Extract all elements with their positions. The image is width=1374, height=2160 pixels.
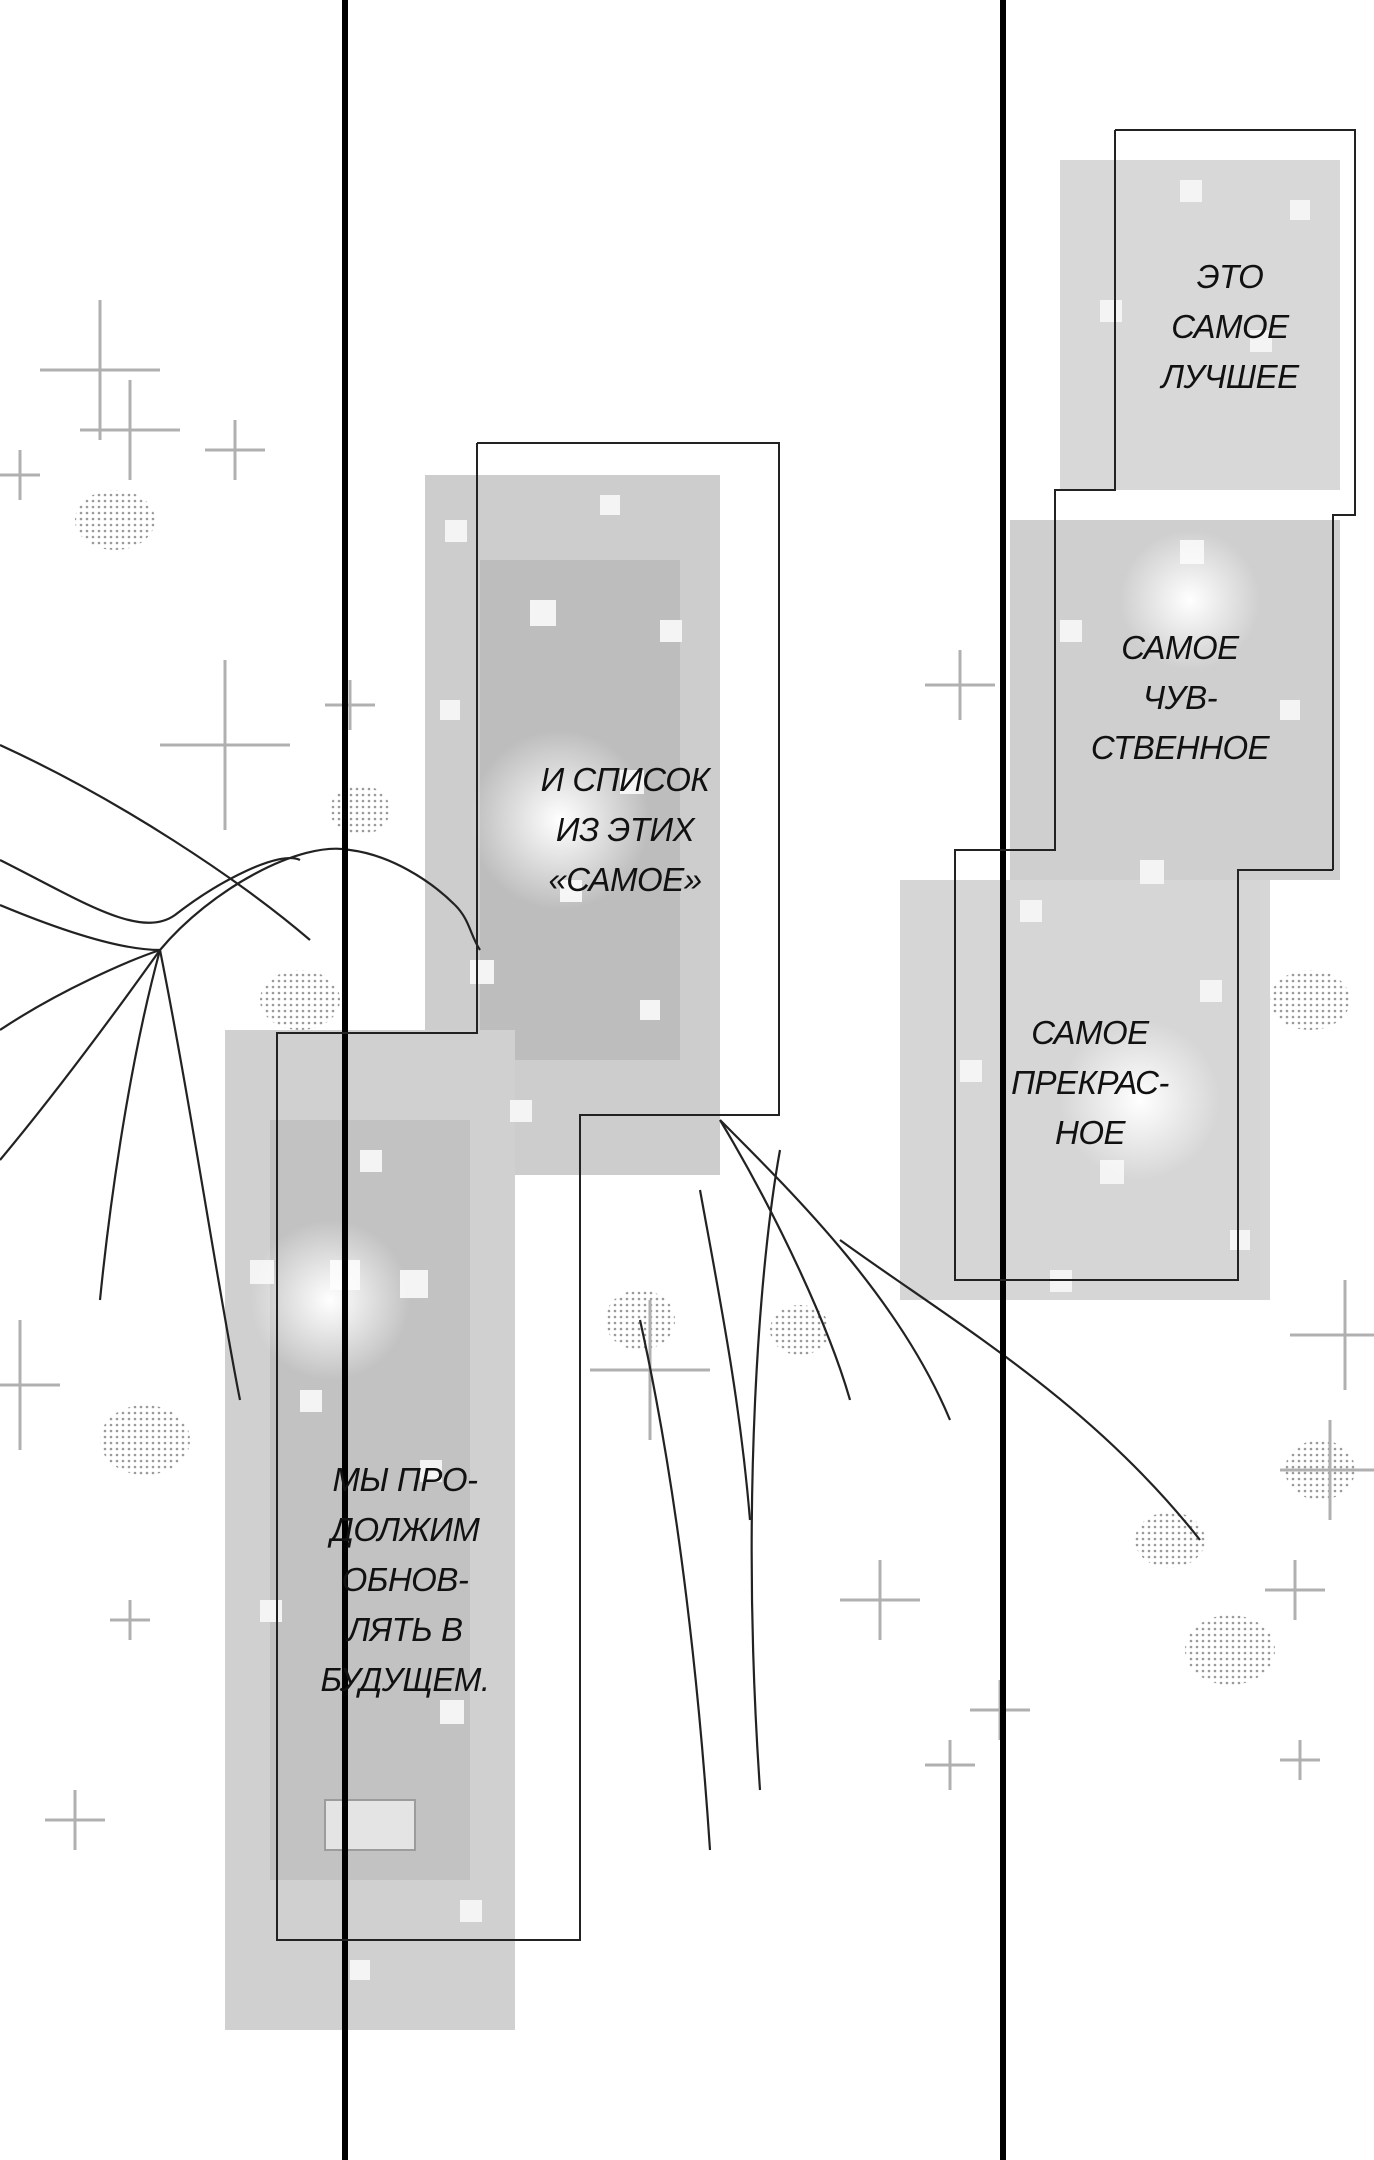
caption-line: ПРЕКРАС- bbox=[1011, 1064, 1169, 1101]
caption-line: НОЕ bbox=[1054, 1114, 1126, 1151]
dotted-patches bbox=[75, 490, 1355, 1685]
caption-line: «САМОЕ» bbox=[548, 861, 702, 898]
caption-box-outlines bbox=[276, 129, 1356, 1941]
hair-lines bbox=[0, 744, 1201, 1851]
caption-line: ЛЯТЬ В bbox=[347, 1611, 463, 1648]
caption-list: И СПИСОК ИЗ ЭТИХ «САМОЕ» bbox=[515, 755, 735, 905]
caption-line: И СПИСОК bbox=[540, 761, 710, 798]
caption-line: ЛУЧШЕЕ bbox=[1161, 358, 1299, 395]
caption-line: ОБНОВ- bbox=[341, 1561, 469, 1598]
caption-line: ИЗ ЭТИХ bbox=[555, 811, 695, 848]
caption-line: САМОЕ bbox=[1031, 1014, 1149, 1051]
caption-line: СТВЕННОЕ bbox=[1090, 729, 1270, 766]
caption-beautiful: САМОЕ ПРЕКРАС- НОЕ bbox=[990, 1008, 1190, 1158]
panel-borders bbox=[342, 0, 1006, 2160]
caption-line: МЫ ПРО- bbox=[332, 1461, 478, 1498]
caption-line: САМОЕ bbox=[1121, 629, 1239, 666]
caption-line: САМОЕ bbox=[1171, 308, 1289, 345]
caption-line: ЭТО bbox=[1196, 258, 1264, 295]
caption-line: ЧУВ- bbox=[1142, 679, 1218, 716]
caption-line: ДОЛЖИМ bbox=[330, 1511, 480, 1548]
caption-future: МЫ ПРО- ДОЛЖИМ ОБНОВ- ЛЯТЬ В БУДУЩЕМ. bbox=[305, 1455, 505, 1705]
caption-best: ЭТО САМОЕ ЛУЧШЕЕ bbox=[1150, 252, 1310, 402]
caption-line: БУДУЩЕМ. bbox=[320, 1661, 490, 1698]
glow-spots bbox=[250, 530, 1260, 1380]
caption-sensual: САМОЕ ЧУВ- СТВЕННОЕ bbox=[1080, 623, 1280, 773]
